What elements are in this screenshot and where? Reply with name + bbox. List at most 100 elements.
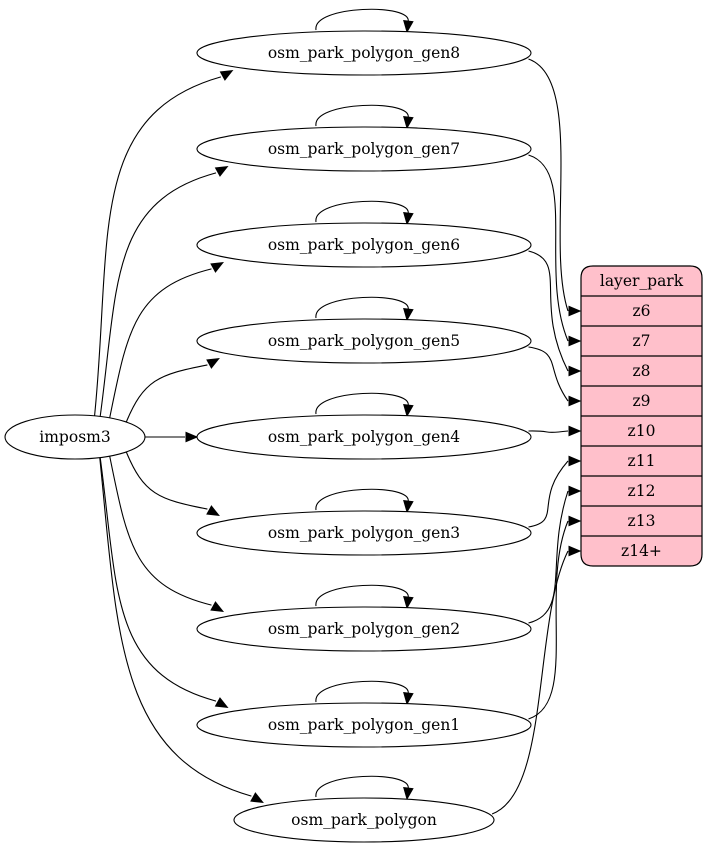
node-ellipse[interactable] [4, 414, 146, 460]
edge-node-8-to-row-8 [491, 550, 569, 815]
arrowhead-into-row-2 [568, 365, 582, 377]
arrowhead-into-node-4 [185, 431, 199, 443]
node-label: osm_park_polygon_gen4 [268, 428, 460, 446]
source-node-label: imposm3 [39, 428, 110, 446]
arrowhead-into-row-1 [568, 335, 582, 347]
arrowhead-self-loop-3 [403, 307, 414, 322]
self-loop-node-0 [315, 8, 409, 31]
table-row-label: z6 [632, 302, 650, 320]
edge-node-0-to-row-0 [528, 58, 569, 312]
node-ellipse[interactable] [196, 126, 532, 172]
self-loop-node-3 [315, 296, 409, 319]
arrowhead-self-loop-8 [403, 786, 414, 801]
arrowhead-into-node-8 [250, 792, 264, 804]
graph-node-6[interactable]: osm_park_polygon_gen2 [196, 606, 532, 652]
graph-node-4[interactable]: osm_park_polygon_gen4 [196, 414, 532, 460]
arrowhead-into-row-0 [568, 305, 582, 317]
table-row[interactable]: z8 [581, 356, 702, 386]
edge-imposm3-to-node-2 [108, 268, 212, 419]
self-loops-layer [315, 8, 414, 801]
node-label: osm_park_polygon_gen1 [268, 716, 460, 734]
graph-node-5[interactable]: osm_park_polygon_gen3 [196, 510, 532, 556]
edge-node-2-to-row-2 [528, 250, 569, 372]
table-row-label: z13 [628, 512, 656, 530]
table-row[interactable]: z9 [581, 386, 702, 416]
edge-imposm3-to-node-6 [108, 455, 212, 606]
edge-imposm3-to-node-3 [125, 364, 208, 424]
self-loop-node-6 [315, 584, 409, 607]
arrowhead-self-loop-6 [403, 595, 414, 610]
node-ellipse[interactable] [196, 702, 532, 748]
node-label: osm_park_polygon [291, 811, 437, 829]
graph-node-1[interactable]: osm_park_polygon_gen7 [196, 126, 532, 172]
arrowhead-self-loop-5 [403, 499, 414, 514]
edge-node-3-to-row-3 [528, 346, 569, 402]
node-label: osm_park_polygon_gen8 [268, 44, 460, 62]
arrowhead-self-loop-1 [403, 115, 414, 130]
self-loop-node-1 [315, 104, 409, 127]
node-ellipse[interactable] [196, 606, 532, 652]
arrowhead-into-row-8 [568, 545, 582, 557]
table-row[interactable]: z13 [581, 506, 702, 536]
graph-node-2[interactable]: osm_park_polygon_gen6 [196, 222, 532, 268]
arrowhead-into-row-7 [568, 515, 582, 527]
node-ellipse[interactable] [233, 797, 495, 843]
node-label: osm_park_polygon_gen7 [268, 140, 460, 158]
self-loop-node-5 [315, 488, 409, 511]
node-ellipse[interactable] [196, 414, 532, 460]
arrowhead-self-loop-7 [403, 691, 414, 706]
edge-imposm3-to-node-0 [93, 76, 222, 417]
table-row-label: z14+ [621, 542, 662, 560]
edge-imposm3-to-node-5 [125, 450, 208, 510]
edge-node-4-to-row-4 [528, 430, 569, 433]
arrowhead-into-node-2 [210, 261, 225, 273]
edge-node-5-to-row-5 [528, 460, 569, 528]
graph-node-3[interactable]: osm_park_polygon_gen5 [196, 318, 532, 364]
self-loop-node-7 [315, 680, 409, 703]
node-label: osm_park_polygon_gen5 [268, 332, 460, 350]
arrowhead-into-node-1 [214, 165, 229, 177]
graph-node-7[interactable]: osm_park_polygon_gen1 [196, 702, 532, 748]
node-ellipse[interactable] [196, 510, 532, 556]
node-label: osm_park_polygon_gen2 [268, 620, 460, 638]
table-node-layer-park[interactable]: layer_park z6 z7 z8 z9 z10 z11 z12 z13 z14+ [580, 265, 703, 567]
arrowhead-self-loop-2 [403, 211, 414, 226]
self-loop-node-2 [315, 200, 409, 223]
edge-imposm3-to-node-7 [99, 456, 217, 702]
table-row[interactable]: z11 [581, 446, 702, 476]
node-label: osm_park_polygon_gen3 [268, 524, 460, 542]
arrowhead-into-row-4 [568, 425, 582, 437]
table-row[interactable]: z7 [581, 326, 702, 356]
arrowhead-into-row-3 [568, 395, 582, 407]
graph-node-8[interactable]: osm_park_polygon [233, 797, 495, 843]
graph-node-0[interactable]: osm_park_polygon_gen8 [196, 30, 532, 76]
arrowhead-into-node-5 [206, 505, 220, 517]
table-row-label: z11 [628, 452, 656, 470]
edge-imposm3-to-node-1 [99, 172, 217, 418]
edge-node-1-to-row-1 [528, 154, 569, 342]
node-ellipse[interactable] [196, 30, 532, 76]
arrowhead-into-row-6 [568, 485, 582, 497]
edge-imposm3-to-node-8 [99, 456, 252, 797]
table-node-layer: layer_park z6 z7 z8 z9 z10 z11 z12 z13 z14+ [580, 265, 703, 567]
graph-node-imposm3[interactable]: imposm3 [4, 414, 146, 460]
table-row-label: z7 [632, 332, 650, 350]
arrowhead-self-loop-4 [403, 403, 414, 418]
table-row[interactable]: z6 [581, 296, 702, 326]
table-row-label: z8 [632, 362, 650, 380]
table-row-label: z12 [628, 482, 656, 500]
nodes-layer: osm_park_polygon_gen8 osm_park_polygon_ge… [4, 30, 532, 843]
table-row[interactable]: z10 [581, 416, 702, 446]
node-ellipse[interactable] [196, 318, 532, 364]
arrowhead-into-node-3 [206, 357, 220, 369]
arrowhead-into-node-6 [210, 601, 225, 613]
table-row[interactable]: z12 [581, 476, 702, 506]
table-row-label: z9 [632, 392, 650, 410]
table-title: layer_park [600, 272, 684, 290]
node-ellipse[interactable] [196, 222, 532, 268]
table-row[interactable]: z14+ [581, 536, 702, 566]
arrowhead-self-loop-0 [403, 19, 414, 34]
arrowhead-into-node-7 [214, 697, 229, 709]
node-label: osm_park_polygon_gen6 [268, 236, 460, 254]
